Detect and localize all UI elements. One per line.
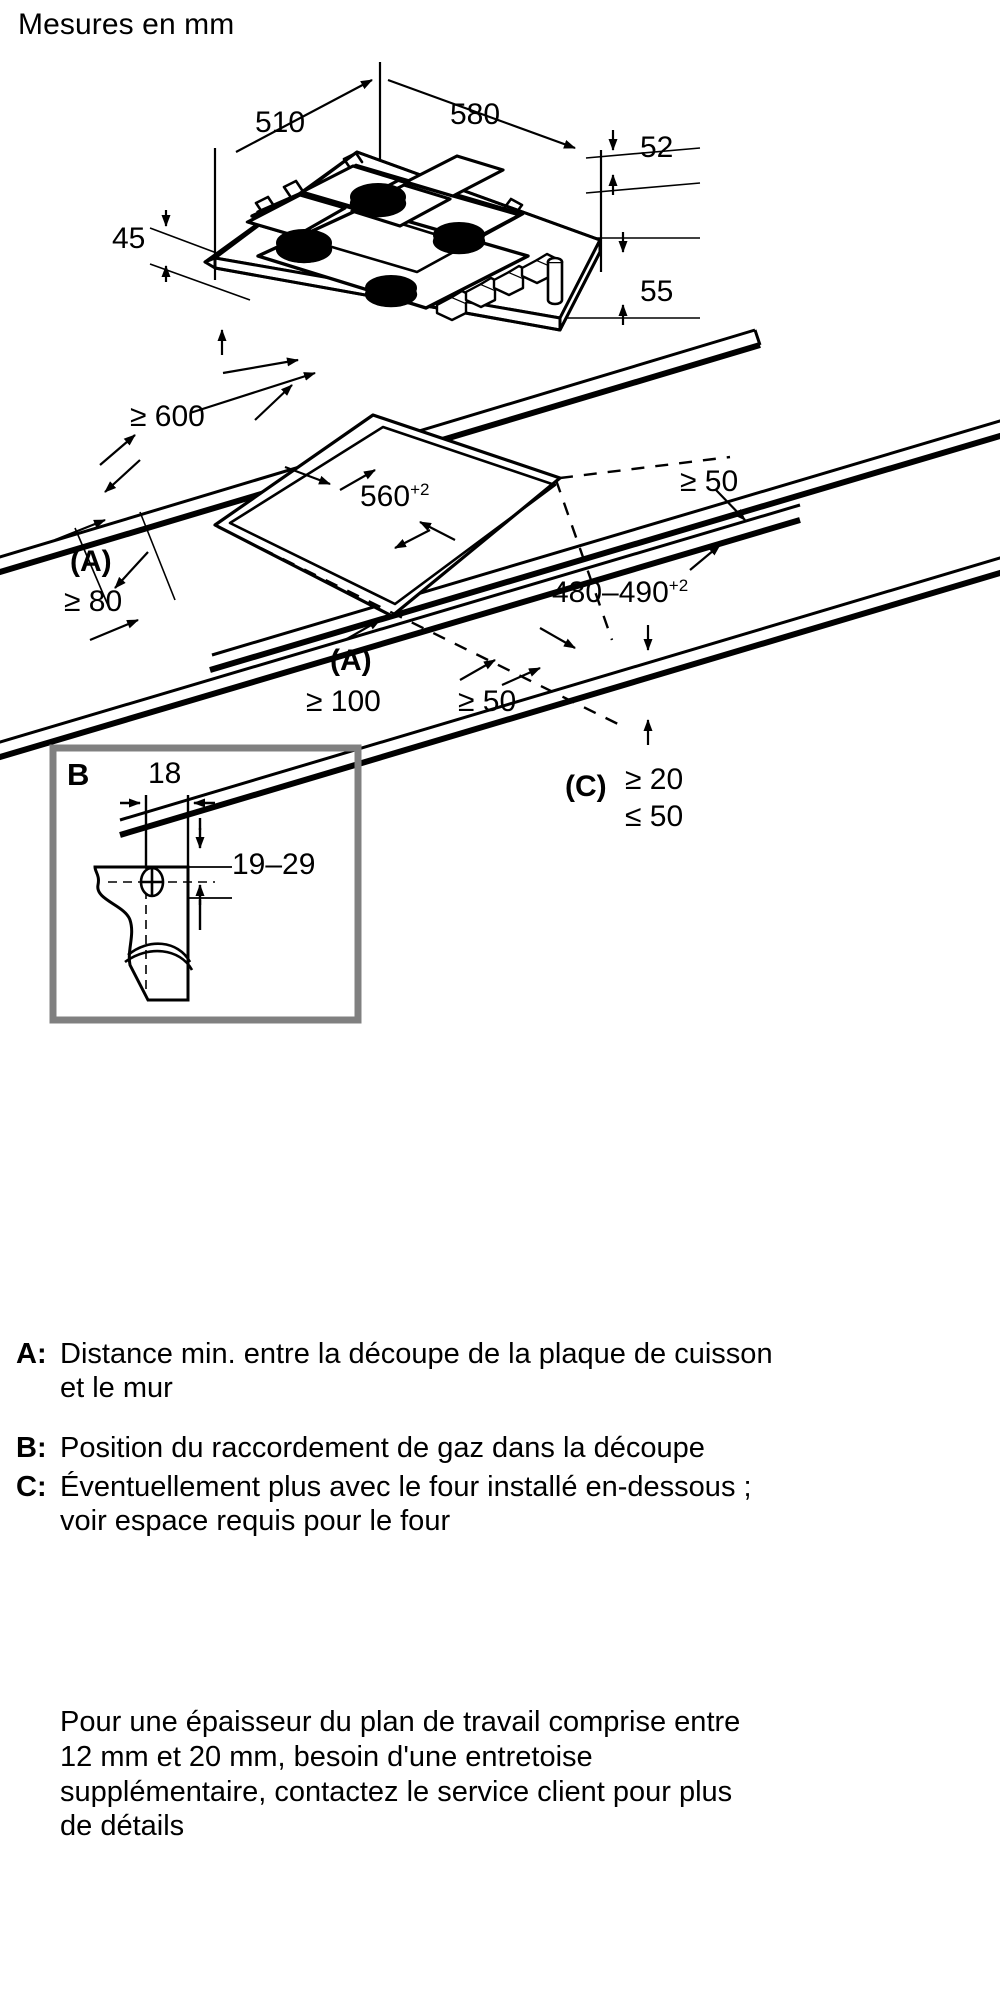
hob-illustration xyxy=(203,150,602,332)
burner-caps-outline xyxy=(275,201,486,308)
legend-text: Position du raccordement de gaz dans la … xyxy=(60,1432,705,1465)
cutout-hidden-lines xyxy=(554,455,731,641)
label-panel-height: 45 xyxy=(112,222,146,255)
legend-item: B: Position du raccordement de gaz dans … xyxy=(16,1431,776,1465)
gas-pipe-stub xyxy=(546,256,564,306)
label-rear-clearance: ≥ 50 xyxy=(680,465,739,498)
gas-connection-bracket xyxy=(93,865,194,1002)
label-body-depth: 55 xyxy=(640,275,674,308)
legend-item: A: Distance min. entre la découpe de la … xyxy=(16,1337,776,1405)
label-frame-height: 52 xyxy=(640,131,674,164)
label-cutout-depth: 480–490+2 xyxy=(552,576,689,609)
cutout-projection xyxy=(217,525,621,727)
legend-key: B: xyxy=(16,1432,47,1465)
legend-key: A: xyxy=(16,1338,47,1370)
label-wall-left-key: (A) xyxy=(70,545,112,578)
label-front-clearance: ≥ 50 xyxy=(458,685,517,718)
legend-list: A: Distance min. entre la découpe de la … xyxy=(16,1337,776,1564)
detail-b-key: B xyxy=(67,757,90,792)
control-knobs xyxy=(435,252,559,322)
hob-cutout xyxy=(213,413,562,618)
label-wall-front-key: (A) xyxy=(330,644,372,677)
bracket-hole xyxy=(139,866,165,898)
detail-b-box xyxy=(49,744,362,1024)
label-hob-depth: 510 xyxy=(255,106,306,139)
legend-text: Distance min. entre la découpe de la pla… xyxy=(60,1338,773,1405)
label-wall-front-value: ≥ 100 xyxy=(306,685,381,718)
legend-key: C: xyxy=(16,1470,47,1503)
detail-b-width: 18 xyxy=(148,757,182,790)
label-below-max: ≤ 50 xyxy=(625,800,684,833)
worktop-illustration xyxy=(0,328,1000,838)
label-wall-left-value: ≥ 80 xyxy=(64,585,123,618)
worktop-dimension-lines xyxy=(54,329,746,745)
page-title: Mesures en mm xyxy=(18,8,235,41)
label-below-key: (C) xyxy=(565,770,607,803)
legend-text: Éventuellement plus avec le four install… xyxy=(60,1470,752,1537)
label-cutout-width: 560+2 xyxy=(360,480,430,513)
label-clearance-above: ≥ 600 xyxy=(130,400,205,433)
label-below-min: ≥ 20 xyxy=(625,763,684,796)
detail-b-height: 19–29 xyxy=(232,848,316,881)
footnote-text: Pour une épaisseur du plan de travail co… xyxy=(60,1706,741,1843)
label-hob-width: 580 xyxy=(450,98,501,131)
legend-item: C: Éventuellement plus avec le four inst… xyxy=(16,1470,776,1538)
